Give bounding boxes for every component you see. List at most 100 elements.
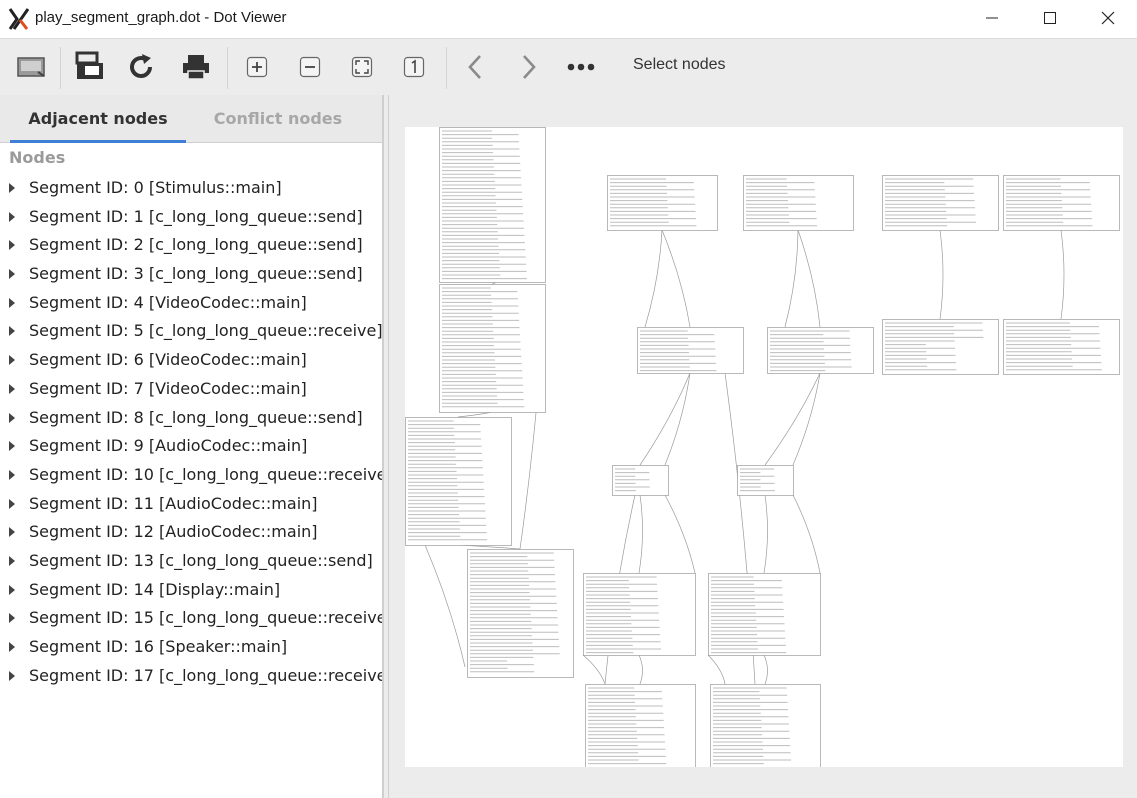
- graph-node[interactable]: [405, 417, 512, 546]
- panel-splitter[interactable]: [383, 95, 389, 798]
- graph-edge: [582, 654, 606, 685]
- expand-arrow-icon[interactable]: [9, 211, 15, 222]
- toolbar: Select nodes: [0, 38, 1137, 95]
- expand-arrow-icon[interactable]: [9, 269, 15, 280]
- graph-node[interactable]: [708, 573, 821, 656]
- node-label: Segment ID: 17 [c_long_long_queue::recei…: [29, 665, 383, 685]
- zoom-in-button[interactable]: [237, 47, 277, 87]
- node-item[interactable]: Segment ID: 4 [VideoCodec::main]: [0, 289, 382, 318]
- expand-arrow-icon[interactable]: [9, 527, 15, 538]
- more-icon: [567, 63, 595, 71]
- graph-node[interactable]: [607, 175, 718, 231]
- paste-button[interactable]: [70, 47, 110, 87]
- node-item[interactable]: Segment ID: 15 [c_long_long_queue::recei…: [0, 604, 382, 633]
- fit-icon: [351, 56, 373, 78]
- node-item[interactable]: Segment ID: 7 [VideoCodec::main]: [0, 375, 382, 404]
- node-label: Segment ID: 8 [c_long_long_queue::send]: [29, 407, 363, 427]
- graph-node[interactable]: [882, 175, 999, 231]
- print-button[interactable]: [176, 47, 216, 87]
- left-panel: Adjacent nodes Conflict nodes Nodes Segm…: [0, 95, 383, 798]
- graph-node[interactable]: [710, 684, 821, 768]
- forward-button[interactable]: [509, 47, 549, 87]
- open-image-button[interactable]: [11, 47, 51, 87]
- graph-viewport[interactable]: [389, 95, 1137, 798]
- maximize-icon: [1044, 12, 1056, 24]
- graph-node[interactable]: [439, 284, 546, 413]
- graph-edge: [664, 494, 696, 574]
- node-item[interactable]: Segment ID: 11 [AudioCodec::main]: [0, 490, 382, 519]
- graph-edge: [792, 372, 821, 466]
- maximize-button[interactable]: [1021, 0, 1079, 36]
- toolbar-separator: [446, 47, 447, 89]
- expand-arrow-icon[interactable]: [9, 469, 15, 480]
- expand-arrow-icon[interactable]: [9, 584, 15, 595]
- x-logo-icon: [8, 8, 30, 30]
- node-item[interactable]: Segment ID: 0 [Stimulus::main]: [0, 174, 382, 203]
- graph-node[interactable]: [743, 175, 854, 231]
- node-item[interactable]: Segment ID: 13 [c_long_long_queue::send]: [0, 547, 382, 576]
- expand-arrow-icon[interactable]: [9, 441, 15, 452]
- node-item[interactable]: Segment ID: 12 [AudioCodec::main]: [0, 518, 382, 547]
- close-icon: [1101, 11, 1115, 25]
- segment-graph[interactable]: [405, 127, 1123, 768]
- node-item[interactable]: Segment ID: 9 [AudioCodec::main]: [0, 432, 382, 461]
- graph-node[interactable]: [612, 465, 669, 496]
- window-title: play_segment_graph.dot - Dot Viewer: [35, 9, 287, 26]
- expand-arrow-icon[interactable]: [9, 412, 15, 423]
- minimize-button[interactable]: [963, 0, 1021, 36]
- node-item[interactable]: Segment ID: 6 [VideoCodec::main]: [0, 346, 382, 375]
- more-button[interactable]: [561, 47, 601, 87]
- graph-node[interactable]: [585, 684, 696, 768]
- select-nodes-button[interactable]: Select nodes: [633, 56, 726, 73]
- forward-icon: [523, 55, 536, 79]
- node-item[interactable]: Segment ID: 16 [Speaker::main]: [0, 633, 382, 662]
- node-label: Segment ID: 4 [VideoCodec::main]: [29, 292, 307, 312]
- graph-edge: [644, 229, 663, 328]
- actual-size-button[interactable]: [394, 47, 434, 87]
- expand-arrow-icon[interactable]: [9, 297, 15, 308]
- graph-node[interactable]: [882, 319, 999, 375]
- expand-arrow-icon[interactable]: [9, 613, 15, 624]
- graph-node[interactable]: [439, 127, 546, 283]
- node-item[interactable]: Segment ID: 10 [c_long_long_queue::recei…: [0, 461, 382, 490]
- node-item[interactable]: Segment ID: 17 [c_long_long_queue::recei…: [0, 662, 383, 691]
- node-item[interactable]: Segment ID: 2 [c_long_long_queue::send]: [0, 231, 382, 260]
- graph-node[interactable]: [737, 465, 794, 496]
- graph-node[interactable]: [1003, 319, 1120, 375]
- node-item[interactable]: Segment ID: 8 [c_long_long_queue::send]: [0, 404, 382, 433]
- tab-adjacent-nodes[interactable]: Adjacent nodes: [10, 95, 186, 143]
- zoom-out-button[interactable]: [290, 47, 330, 87]
- graph-edge: [664, 372, 691, 466]
- node-item[interactable]: Segment ID: 14 [Display::main]: [0, 576, 382, 605]
- node-item[interactable]: Segment ID: 1 [c_long_long_queue::send]: [0, 203, 382, 232]
- paste-icon: [75, 51, 103, 79]
- node-item[interactable]: Segment ID: 5 [c_long_long_queue::receiv…: [0, 317, 383, 346]
- close-button[interactable]: [1079, 0, 1137, 36]
- node-label: Segment ID: 5 [c_long_long_queue::receiv…: [29, 321, 383, 341]
- expand-arrow-icon[interactable]: [9, 498, 15, 509]
- expand-arrow-icon[interactable]: [9, 670, 15, 681]
- tab-conflict-nodes[interactable]: Conflict nodes: [213, 109, 343, 128]
- node-item[interactable]: Segment ID: 3 [c_long_long_queue::send]: [0, 260, 382, 289]
- graph-node[interactable]: [637, 327, 744, 374]
- print-icon: [183, 55, 209, 80]
- back-button[interactable]: [455, 47, 495, 87]
- actual-size-icon: [403, 56, 425, 78]
- node-label: Segment ID: 14 [Display::main]: [29, 579, 281, 599]
- expand-arrow-icon[interactable]: [9, 355, 15, 366]
- expand-arrow-icon[interactable]: [9, 183, 15, 193]
- fit-button[interactable]: [342, 47, 382, 87]
- expand-arrow-icon[interactable]: [9, 240, 15, 251]
- graph-node[interactable]: [467, 549, 574, 678]
- expand-arrow-icon[interactable]: [9, 555, 15, 566]
- expand-arrow-icon[interactable]: [9, 383, 15, 394]
- graph-node[interactable]: [767, 327, 874, 374]
- node-label: Segment ID: 11 [AudioCodec::main]: [29, 493, 318, 513]
- node-label: Segment ID: 1 [c_long_long_queue::send]: [29, 206, 363, 226]
- graph-node[interactable]: [1003, 175, 1120, 231]
- expand-arrow-icon[interactable]: [9, 326, 15, 337]
- graph-canvas[interactable]: [405, 127, 1123, 768]
- graph-node[interactable]: [583, 573, 696, 656]
- refresh-button[interactable]: [122, 47, 162, 87]
- expand-arrow-icon[interactable]: [9, 642, 15, 652]
